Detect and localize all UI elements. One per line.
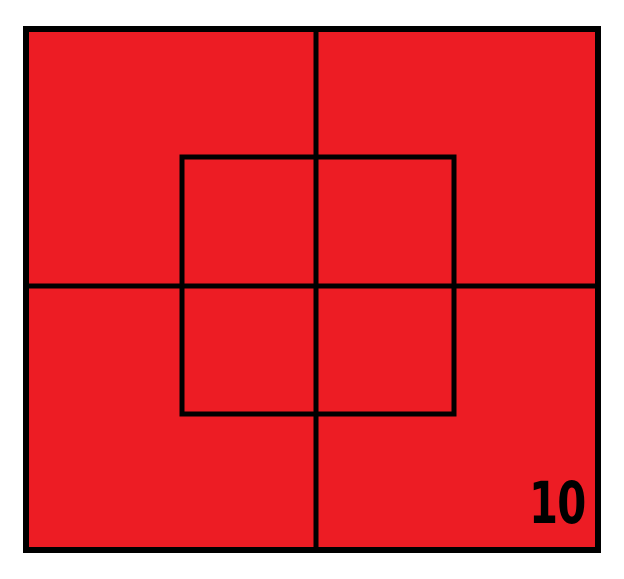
puzzle-number-label: 10 xyxy=(528,469,586,537)
outer-square xyxy=(23,26,601,553)
inner-square xyxy=(179,154,457,417)
